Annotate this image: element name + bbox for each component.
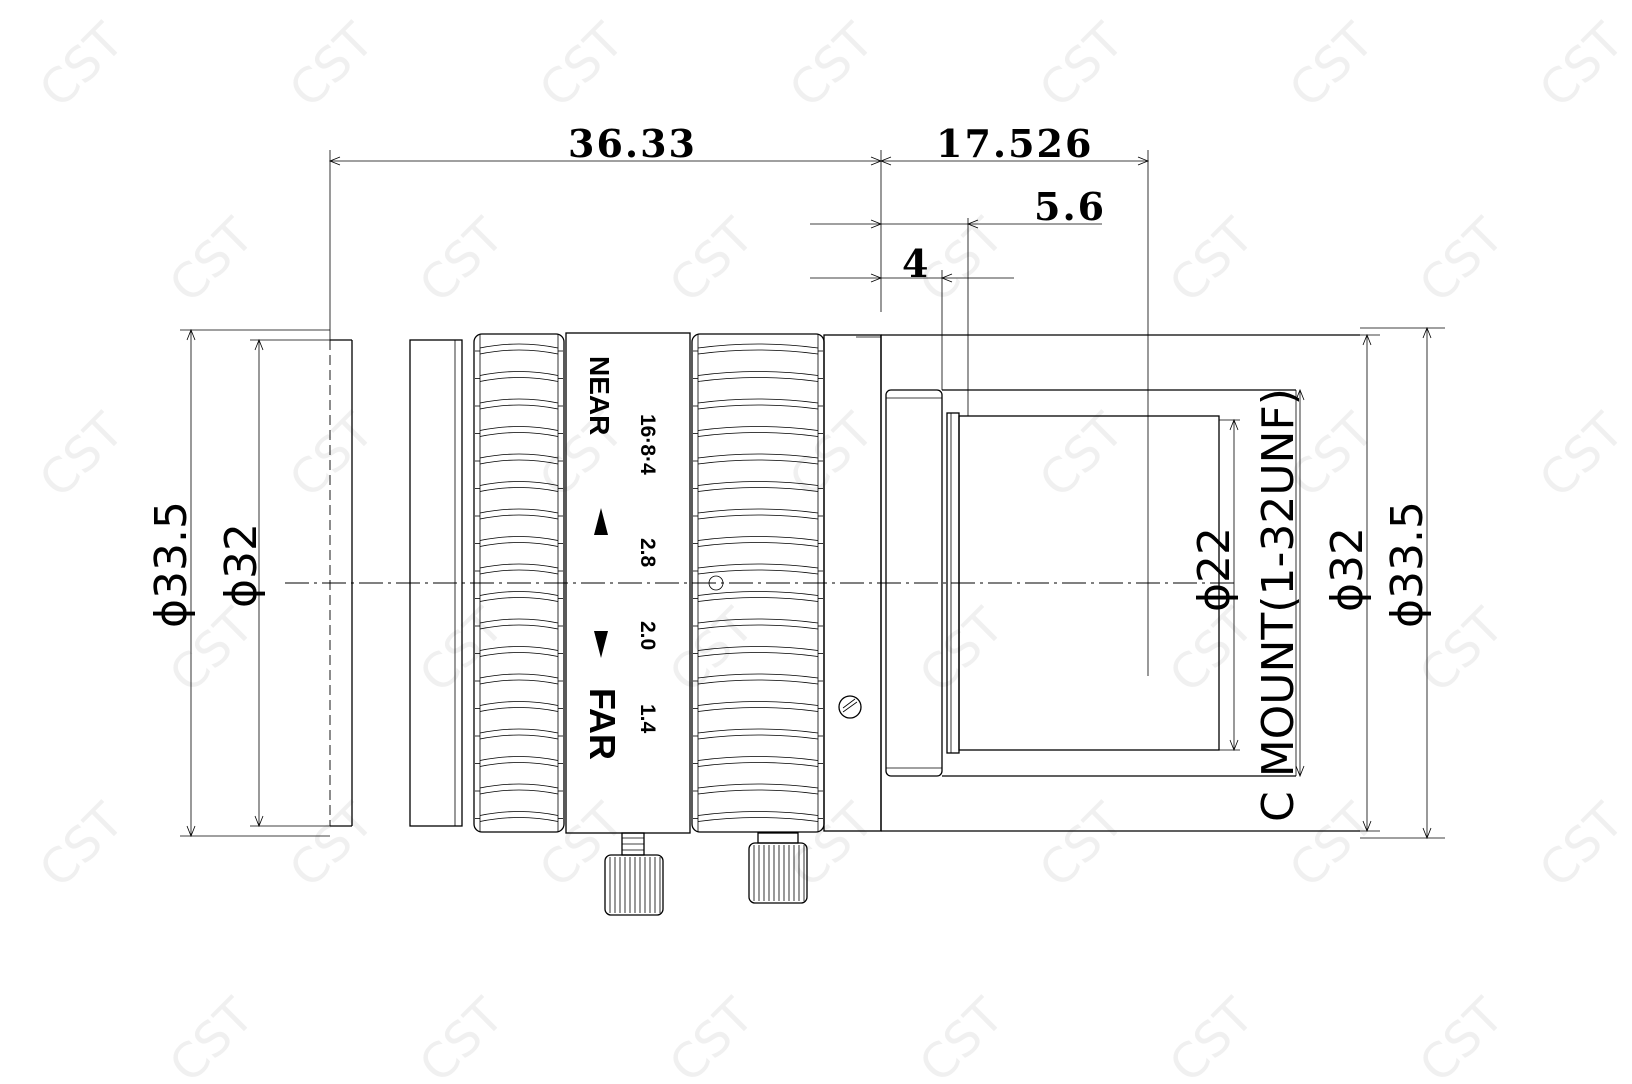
far-arrow-icon [594, 631, 608, 658]
far-label: FAR [582, 688, 623, 760]
lens-body [823, 334, 882, 832]
watermark-text: CST [1529, 12, 1632, 118]
watermark-text: CST [779, 792, 885, 898]
watermark-text: CST [529, 12, 635, 118]
aperture-lock-screw [604, 832, 664, 916]
watermark-text: CST [909, 987, 1015, 1084]
watermark-text: CST [1029, 402, 1135, 508]
watermark-text: CST [1529, 792, 1632, 898]
c-mount-thread: C MOUNT(1-32UNF) [1253, 388, 1304, 822]
watermark-text: CST [0, 987, 15, 1084]
right-outer-diameter: ϕ33.5 [1382, 501, 1433, 628]
dim-flange-back: 17.526 [936, 121, 1093, 166]
c-mount [881, 334, 1360, 832]
watermark-text: CST [659, 207, 765, 313]
aperture-mark-2: 2.8 [636, 538, 659, 568]
watermark-text: CST [659, 987, 765, 1084]
aperture-mark-3: 2.0 [636, 621, 659, 650]
watermark-text: CST [529, 792, 635, 898]
mount-inner-diameter: ϕ22 [1189, 527, 1240, 612]
watermark-text: CST [409, 987, 515, 1084]
watermark-text: CST [409, 207, 515, 313]
watermark-text: CST [279, 12, 385, 118]
watermark-text: CST [29, 12, 135, 118]
index-dot [708, 575, 724, 591]
watermark-text: CST [0, 597, 15, 703]
focus-lock-screw [748, 832, 808, 904]
diameter-dimensions: ϕ33.5 ϕ32 ϕ22 C MOUNT(1-32UNF) ϕ32 ϕ33.5 [146, 326, 1445, 840]
near-label: NEAR [584, 356, 615, 435]
aperture-mark-1: 16·8·4 [636, 414, 659, 475]
watermark-text: CST [1409, 207, 1515, 313]
top-dimensions: 36.33 17.526 5.6 4 [328, 121, 1150, 676]
watermark-text: CST [1159, 597, 1265, 703]
dim-back-b: 4 [902, 241, 930, 286]
near-arrow-icon [594, 508, 608, 535]
watermark-text: CST [1529, 402, 1632, 508]
front-filter-ring [409, 339, 463, 827]
front-section [329, 339, 463, 827]
scale-ring: NEAR FAR 16·8·4 2.8 2.0 1.4 [565, 332, 724, 834]
watermark-text: CST [279, 402, 385, 508]
dim-total-length: 36.33 [568, 121, 697, 166]
watermark-text: CST [29, 792, 135, 898]
watermark-text: CST [909, 597, 1015, 703]
watermark-text: CST [1159, 207, 1265, 313]
watermark-text: CST [279, 792, 385, 898]
iris-ring-knurl [691, 333, 825, 833]
watermark-text: CST [0, 207, 15, 313]
dim-back-a: 5.6 [1034, 184, 1106, 229]
watermark-text: CST [779, 12, 885, 118]
right-inner-diameter: ϕ32 [1322, 527, 1373, 612]
watermark-text: CST [1159, 987, 1265, 1084]
lock-screw-icon [838, 695, 862, 719]
left-inner-diameter: ϕ32 [216, 523, 267, 608]
watermark-text: CST [29, 402, 135, 508]
watermark-text: CST [1409, 987, 1515, 1084]
watermark-text: CST [1279, 12, 1385, 118]
watermark-text: CST [1029, 792, 1135, 898]
focus-ring-knurl [473, 333, 565, 833]
aperture-mark-4: 1.4 [636, 704, 659, 734]
watermark-text: CST [159, 207, 265, 313]
left-outer-diameter: ϕ33.5 [146, 501, 197, 628]
watermark-text: CST [1029, 12, 1135, 118]
watermark-text: CST [659, 597, 765, 703]
watermark-text: CST [159, 987, 265, 1084]
